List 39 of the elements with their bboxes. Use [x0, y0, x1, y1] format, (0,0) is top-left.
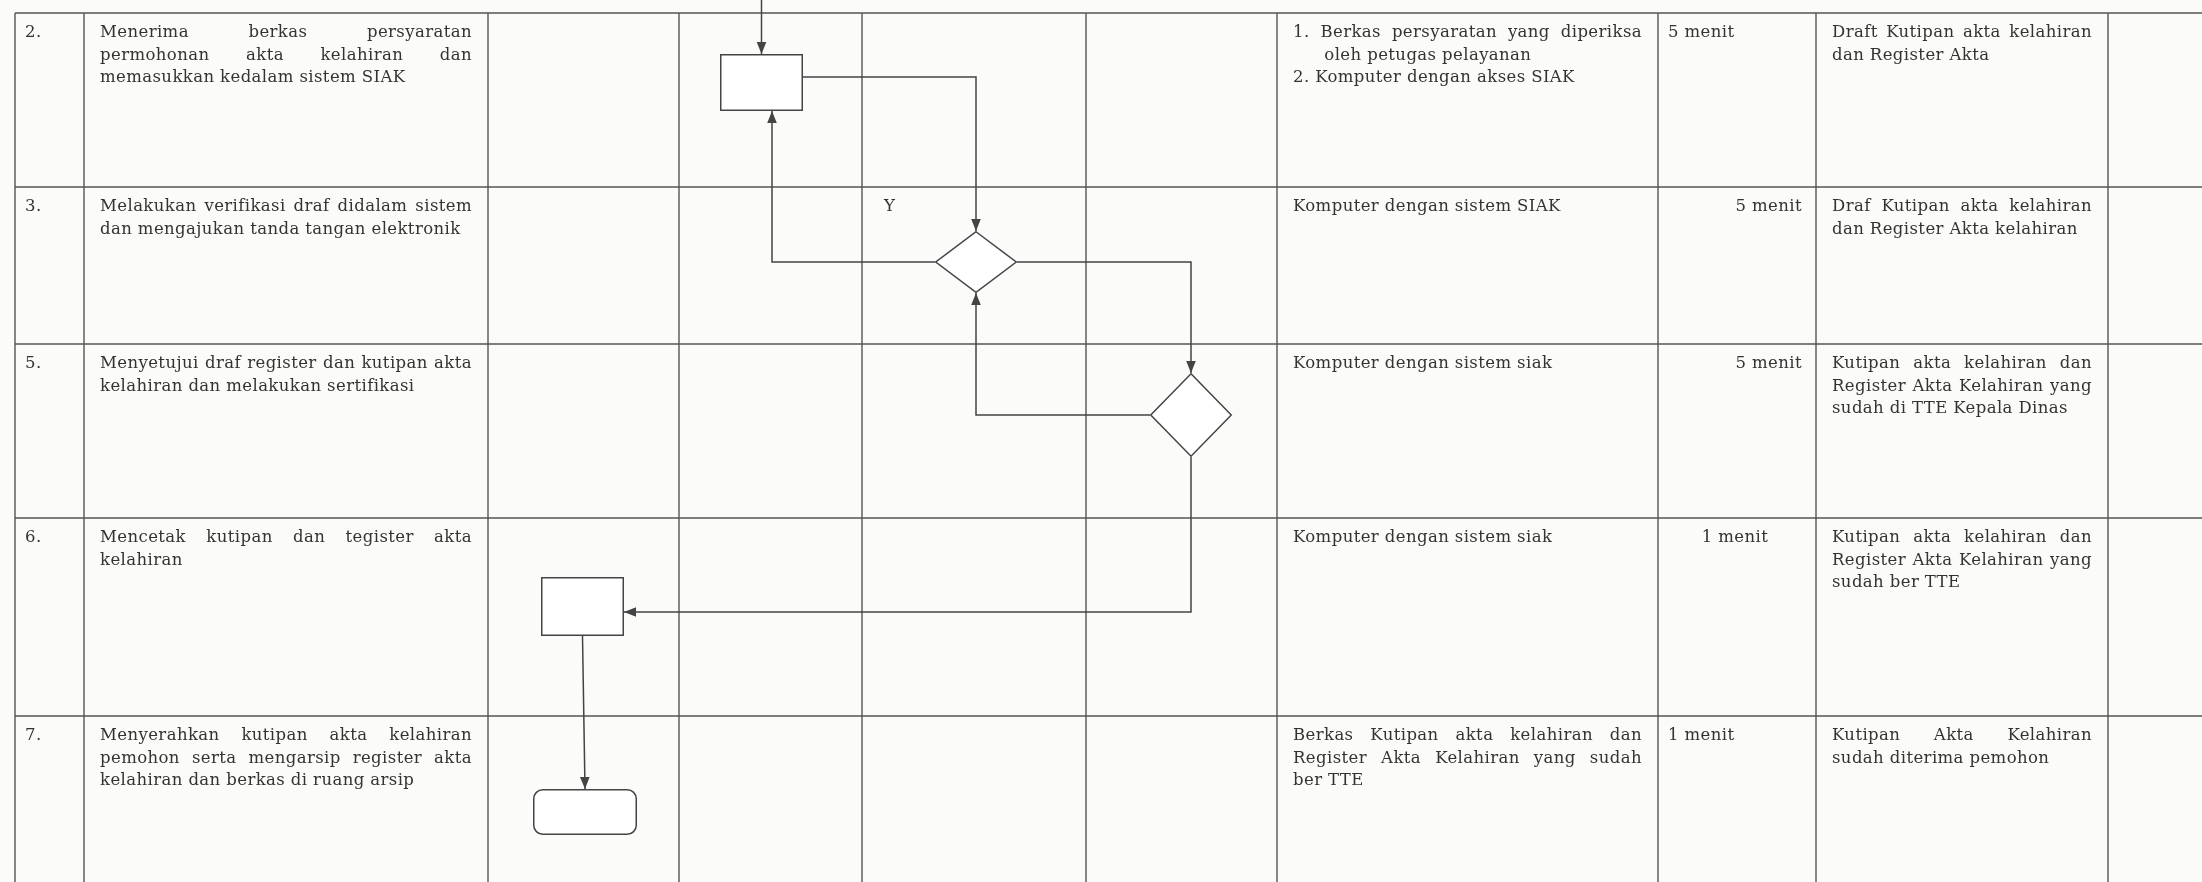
process-box — [720, 54, 803, 111]
arrow — [971, 292, 1151, 416]
step-number: 5. — [25, 352, 43, 374]
output-text: Kutipan akta kelahiran dan Register Akta Kelahiran yang sudah di TTE Kepala Dinas — [1832, 352, 2092, 419]
output-text: Kutipan Akta Kelahiran sudah diterima pemohon — [1832, 724, 2092, 769]
step-number: 3. — [25, 195, 43, 217]
step-number: 2. — [25, 21, 43, 43]
process-box — [541, 577, 624, 636]
arrow — [767, 110, 936, 263]
duration-text: 5 menit — [1734, 352, 1802, 374]
duration-text: 1 menit — [1700, 526, 1770, 548]
output-text: Draft Kutipan akta kelahiran dan Register Akta — [1832, 21, 2092, 66]
arrow — [802, 76, 981, 232]
decision-diamond — [935, 231, 1017, 293]
decision-label: Y — [884, 195, 897, 217]
step-number: 7. — [25, 724, 43, 746]
decision-diamond — [1150, 373, 1232, 457]
list-item: 2. Komputer dengan akses SIAK — [1293, 66, 1576, 88]
activity-text: Menyetujui draf register dan kutipan akta kelahiran dan melakukan sertifikasi — [100, 352, 472, 397]
arrow — [623, 456, 1192, 617]
requirement-text: Komputer dengan sistem siak — [1293, 526, 1554, 548]
terminator-shape — [533, 789, 637, 835]
duration-text: 5 menit — [1668, 21, 1736, 43]
activity-text: Melakukan verifikasi draf didalam sistem dan mengajukan tanda tangan elektronik — [100, 195, 472, 240]
activity-text: Menyerahkan kutipan akta kelahiran pemohon serta mengarsip register akta kelahiran dan berkas di ruang arsip — [100, 724, 472, 791]
output-text: Draf Kutipan akta kelahiran dan Register Akta kelahiran — [1832, 195, 2092, 240]
list-item: 1. Berkas persyaratan yang diperiksa oleh petugas pelayanan — [1293, 21, 1642, 66]
output-text: Kutipan akta kelahiran dan Register Akta Kelahiran yang sudah ber TTE — [1832, 526, 2092, 593]
arrow — [756, 0, 767, 55]
requirement-text: Berkas Kutipan akta kelahiran dan Register Akta Kelahiran yang sudah ber TTE — [1293, 724, 1642, 791]
arrow — [1016, 261, 1196, 374]
duration-text: 5 menit — [1734, 195, 1802, 217]
step-number: 6. — [25, 526, 43, 548]
activity-text: Menerima berkas persyaratan permohonan akta kelahiran dan memasukkan kedalam sistem SIAK — [100, 21, 472, 88]
activity-text: Mencetak kutipan dan tegister akta kelahiran — [100, 526, 472, 571]
duration-text: 1 menit — [1668, 724, 1736, 746]
requirement-text: Komputer dengan sistem siak — [1293, 352, 1554, 374]
arrow — [580, 635, 590, 790]
requirement-text: Komputer dengan sistem SIAK — [1293, 195, 1562, 217]
